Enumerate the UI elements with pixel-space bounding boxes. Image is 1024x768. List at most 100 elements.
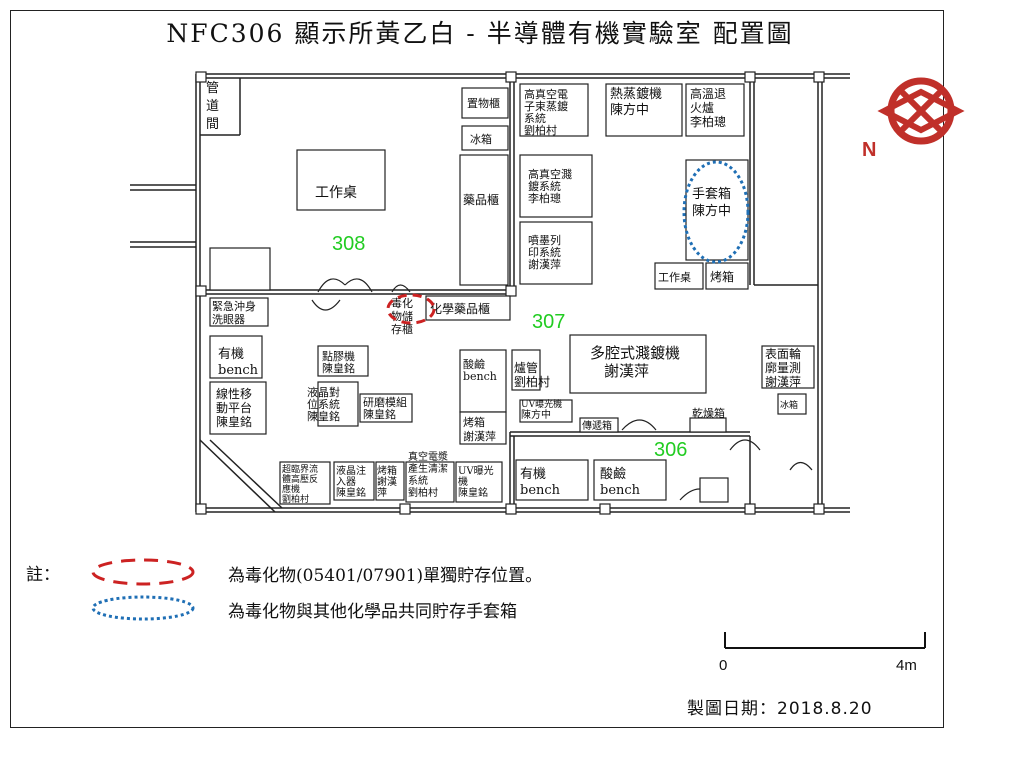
label-drybox: 乾燥箱: [692, 406, 725, 420]
room-307-number: 307: [532, 311, 565, 333]
furniture: [209, 83, 815, 505]
scale-end-label: 4m: [896, 657, 917, 674]
label-lc-align-3: 陳皇銘: [307, 409, 340, 423]
label-polish-2: 陳皇銘: [363, 407, 396, 421]
scale-bar: [724, 632, 926, 649]
label-inkjet-1: 噴墨列: [528, 233, 561, 247]
label-hv-evap-1: 高真空電: [524, 87, 568, 101]
label-storage-cab: 置物櫃: [467, 96, 500, 110]
label-inkjet-2: 印系統: [528, 245, 561, 259]
label-glovebox-2: 陳方中: [692, 203, 731, 219]
label-oven-306-2: 謝漢萍: [463, 429, 496, 443]
label-scf-3: 應機: [282, 483, 300, 495]
label-chem-cab: 藥品櫃: [463, 193, 499, 207]
label-shower-1: 緊急沖身: [212, 299, 256, 313]
room-308-number: 308: [332, 233, 365, 255]
label-passbox: 傳遞箱: [582, 419, 612, 432]
label-scf-2: 體高壓反: [282, 473, 318, 485]
legend-toxic-ring-icon: [91, 558, 195, 586]
legend-note-label: 註：: [26, 565, 60, 585]
label-hv-sputter-2: 鍍系統: [528, 179, 561, 193]
label-multi-sputter-2: 謝漢萍: [604, 362, 649, 380]
label-linear-stage-3: 陳皇銘: [216, 414, 252, 429]
label-linear-stage-2: 動平台: [216, 400, 252, 415]
label-plasma-1: 真空電漿: [408, 450, 448, 463]
label-oven2-3: 萍: [377, 487, 387, 499]
label-polish-1: 研磨模組: [363, 396, 407, 409]
label-toxic-cab-2: 物儲: [391, 309, 413, 323]
label-toxic-cab-1: 毒化: [391, 296, 413, 310]
label-hv-evap-4: 劉柏村: [524, 123, 557, 137]
label-profilometer-3: 謝漢萍: [765, 374, 801, 389]
glovebox-ring: [682, 160, 750, 264]
toxic-storage-ring: [386, 293, 436, 325]
label-hv-evap-2: 子束蒸鍍: [524, 99, 568, 113]
label-thermal-evap-1: 熱蒸鍍機: [610, 86, 662, 102]
compass-icon: [877, 77, 965, 145]
label-workbench-308: 工作桌: [315, 185, 357, 201]
label-org-bench-2: bench: [218, 363, 259, 378]
label-pipe-shaft-3: 間: [206, 117, 219, 132]
label-shower-2: 洗眼器: [212, 313, 245, 326]
room-306-number: 306: [654, 439, 687, 461]
label-uv-exposure-1: UV曝光機: [521, 398, 562, 410]
label-acid-bench-307-2: bench: [463, 370, 497, 383]
legend-glovebox-text: 為毒化物與其他化學品共同貯存手套箱: [228, 602, 517, 622]
label-oven2-2: 謝漢: [377, 475, 397, 488]
label-fridge-308: 冰箱: [470, 132, 492, 146]
label-inkjet-3: 謝漢萍: [528, 257, 561, 271]
label-profilometer-2: 廓量測: [765, 360, 801, 375]
legend-toxic-text: 為毒化物(05401/07901)單獨貯存位置。: [228, 566, 543, 586]
label-acid-bench-307-1: 酸鹼: [463, 357, 485, 371]
label-toxic-cab-3: 存櫃: [391, 322, 413, 336]
label-multi-sputter-1: 多腔式濺鍍機: [590, 344, 680, 362]
label-fridge-307: 冰箱: [780, 399, 798, 411]
label-ht-anneal-1: 高溫退: [690, 86, 726, 101]
label-profilometer-1: 表面輪: [765, 346, 801, 361]
label-lc-align-2: 位系統: [307, 397, 340, 411]
label-lc-inject-3: 陳皇銘: [336, 486, 366, 499]
label-furnace-1: 爐管: [514, 360, 538, 375]
compass-north-label: N: [862, 139, 876, 161]
label-plasma-3: 系統: [408, 474, 428, 487]
plan-labels: 管 道 間 工作桌 置物櫃 冰箱 藥品櫃 高真空電 子束蒸鍍 系統 劉柏村 熱蒸…: [206, 81, 801, 505]
page-title: NFC306 顯示所黃乙白 - 半導體有機實驗室 配置圖: [166, 19, 794, 48]
label-lc-inject-2: 入器: [336, 476, 356, 488]
label-oven2-1: 烤箱: [377, 464, 397, 477]
label-ht-anneal-3: 李柏璁: [690, 114, 726, 129]
label-scf-4: 劉柏村: [282, 493, 309, 505]
label-dispenser-2: 陳皇銘: [322, 361, 355, 375]
label-linear-stage-1: 線性移: [216, 386, 252, 401]
label-glovebox-1: 手套箱: [692, 186, 731, 202]
label-uv2-3: 陳皇銘: [458, 486, 488, 499]
label-dispenser-1: 點膠機: [322, 349, 355, 363]
label-org-bench-1: 有機: [218, 347, 244, 362]
label-lc-align-1: 液晶對: [307, 385, 340, 399]
label-uv2-2: 機: [458, 475, 468, 488]
label-acid-bench-306-1: 酸鹼: [600, 466, 626, 482]
label-uv2-1: UV曝光: [458, 464, 494, 477]
label-lc-inject-1: 液晶注: [336, 464, 366, 477]
columns: [195, 71, 825, 515]
label-hv-sputter-1: 高真空濺: [528, 167, 572, 181]
label-plasma-2: 產生清潔: [408, 462, 448, 475]
label-ht-anneal-2: 火爐: [690, 100, 714, 115]
label-org-bench-306-1: 有機: [520, 467, 546, 482]
label-workbench-307: 工作桌: [658, 271, 691, 284]
scale-start-label: 0: [719, 657, 728, 674]
drawing-date: 製圖日期：2018.8.20: [687, 699, 873, 719]
label-pipe-shaft-1: 管: [206, 81, 219, 96]
label-furnace-2: 劉柏村: [514, 374, 550, 389]
label-hv-sputter-3: 李柏璁: [528, 191, 561, 205]
label-uv-exposure-2: 陳方中: [521, 408, 551, 421]
legend-glovebox-ring-icon: [91, 595, 195, 621]
label-oven-307: 烤箱: [710, 269, 734, 284]
label-thermal-evap-2: 陳方中: [610, 102, 649, 118]
label-scf-1: 超臨界流: [282, 463, 318, 475]
label-acid-bench-306-2: bench: [600, 483, 641, 498]
label-chem-cab2: 化學藥品櫃: [430, 302, 490, 316]
page-frame: [10, 10, 944, 728]
label-plasma-4: 劉柏村: [408, 486, 438, 499]
label-hv-evap-3: 系統: [524, 111, 546, 125]
